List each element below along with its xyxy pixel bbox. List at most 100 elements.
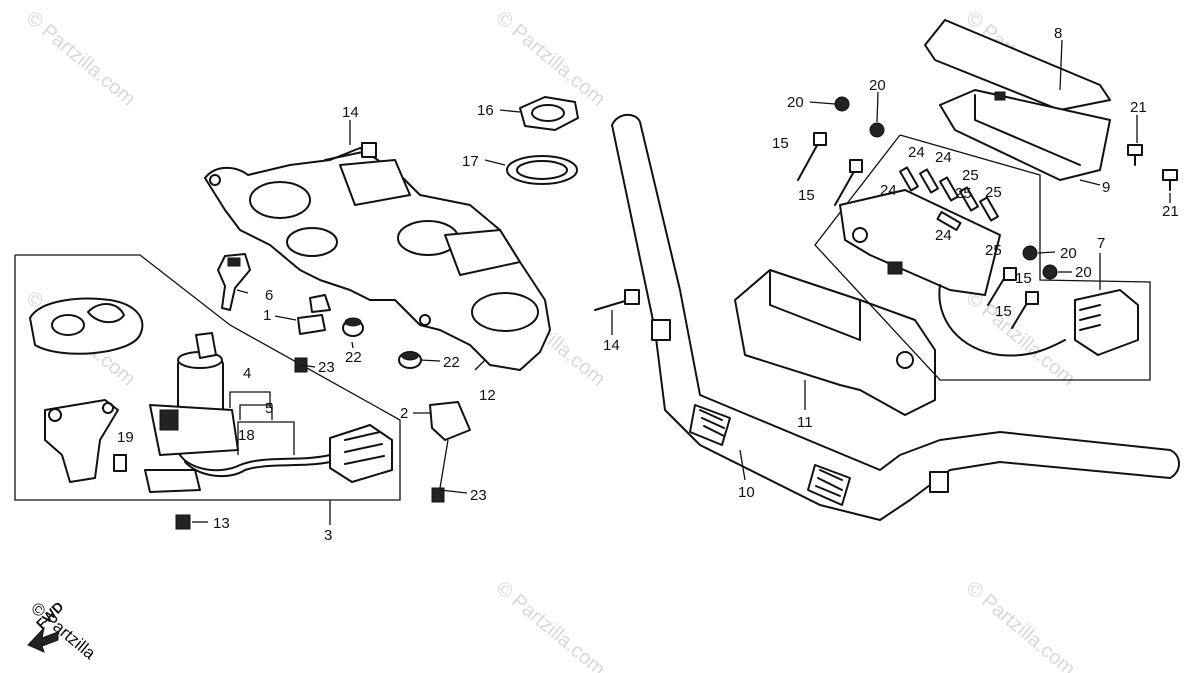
cover-11-body [734, 269, 936, 416]
leader [876, 91, 879, 123]
callout-15: 15 [1015, 270, 1032, 287]
bulb-25 [939, 176, 959, 202]
meter-cover-11 [734, 269, 936, 416]
callout-25: 25 [962, 167, 979, 184]
bulb-24 [899, 166, 919, 192]
bolt-15-shaft [834, 167, 857, 206]
screw-21 [1162, 169, 1178, 181]
handlebar-clamp [651, 319, 671, 341]
handlebar [611, 113, 1180, 521]
lens-9-edge [974, 94, 1081, 166]
indicator-assembly [814, 134, 1151, 381]
ignition-switch-group [14, 254, 401, 501]
bolt-15-head [1003, 267, 1017, 281]
callout-24: 24 [880, 182, 897, 199]
watermark: © Partzilla.com [22, 7, 139, 110]
bracket-line-18 [237, 421, 295, 455]
callout-23: 23 [470, 487, 487, 504]
handlebar-clamp [929, 471, 949, 493]
nut-20 [834, 96, 850, 112]
switch-connector [329, 424, 393, 483]
bridge-hole-center-left [286, 227, 338, 257]
assembly-box-7 [814, 134, 1151, 381]
leader [439, 489, 468, 494]
nut-16-bore [531, 104, 565, 122]
watermark: © Partzilla.com [492, 577, 609, 673]
nut-20 [869, 122, 885, 138]
nut-20 [1042, 264, 1058, 280]
callout-15: 15 [798, 187, 815, 204]
housing-tab [887, 261, 903, 275]
watermark: © Partzilla.com [962, 287, 1079, 390]
callout-20: 20 [1060, 245, 1077, 262]
callout-6: 6 [265, 287, 273, 304]
connector-pins [1079, 304, 1101, 331]
indicator-connector [1074, 289, 1139, 356]
switch-harness [144, 469, 201, 493]
leader [1037, 251, 1056, 254]
callout-14: 14 [603, 337, 620, 354]
bolt-15-shaft [797, 139, 821, 181]
bridge-hole-left [249, 181, 311, 219]
leader [474, 359, 486, 371]
cover-cap [87, 303, 125, 324]
callout-15: 15 [772, 135, 789, 152]
screw-19 [113, 454, 127, 472]
indicator-wire [938, 284, 1066, 357]
bridge-hole-right [471, 292, 539, 332]
fork-top-bridge [204, 147, 551, 371]
leader [739, 449, 746, 481]
callout-15: 15 [995, 303, 1012, 320]
callout-9: 9 [1102, 179, 1110, 196]
bulb-25 [959, 186, 979, 212]
callout-20: 20 [787, 94, 804, 111]
connector-detail [344, 431, 385, 465]
callout-16: 16 [477, 102, 494, 119]
nut-22-top [344, 317, 362, 327]
callout-3: 3 [324, 527, 332, 544]
leader [439, 439, 449, 489]
switch-cover [29, 297, 144, 355]
bridge-post-left [339, 159, 411, 206]
bolt-15-head [813, 132, 827, 146]
bridge-bolt-hole [419, 314, 431, 326]
leader [351, 341, 354, 349]
callout-21: 21 [1130, 99, 1147, 116]
bolt-13 [175, 514, 191, 530]
callout-17: 17 [462, 153, 479, 170]
bridge-post-right [444, 229, 521, 276]
leader [419, 359, 441, 362]
callout-5: 5 [265, 400, 273, 417]
knurl-detail [699, 409, 725, 437]
callout-21: 21 [1162, 203, 1179, 220]
bridge-bolt-hole [209, 174, 221, 186]
callout-24: 24 [908, 144, 925, 161]
nut-20 [1022, 245, 1038, 261]
assembly-box-3 [14, 254, 401, 501]
leader [236, 289, 249, 294]
switch-mount [159, 409, 179, 431]
callout-10: 10 [738, 484, 755, 501]
bolt-14-head [361, 142, 377, 158]
callout-12: 12 [479, 387, 496, 404]
bracket-line-5 [239, 404, 273, 420]
leader [809, 101, 836, 105]
switch-key [195, 332, 217, 359]
leader [484, 159, 506, 166]
callout-11: 11 [797, 414, 813, 431]
cover-hole [51, 314, 85, 336]
panel-cover-8 [924, 19, 1111, 111]
callouts: 6 1 4 5 18 19 13 3 14 16 17 23 22 22 12 … [117, 25, 1179, 544]
callout-14: 14 [342, 104, 359, 121]
leader-lines [192, 39, 1171, 525]
screw-23 [431, 487, 445, 503]
callout-4: 4 [243, 365, 251, 382]
watermark: © Partzilla.com [962, 577, 1079, 673]
screw-21 [1127, 144, 1143, 156]
callout-2: 2 [400, 405, 408, 422]
bulbs [899, 166, 999, 231]
callout-25: 25 [985, 242, 1002, 259]
panel-lens-9 [939, 89, 1111, 181]
ignition-key [217, 253, 251, 311]
